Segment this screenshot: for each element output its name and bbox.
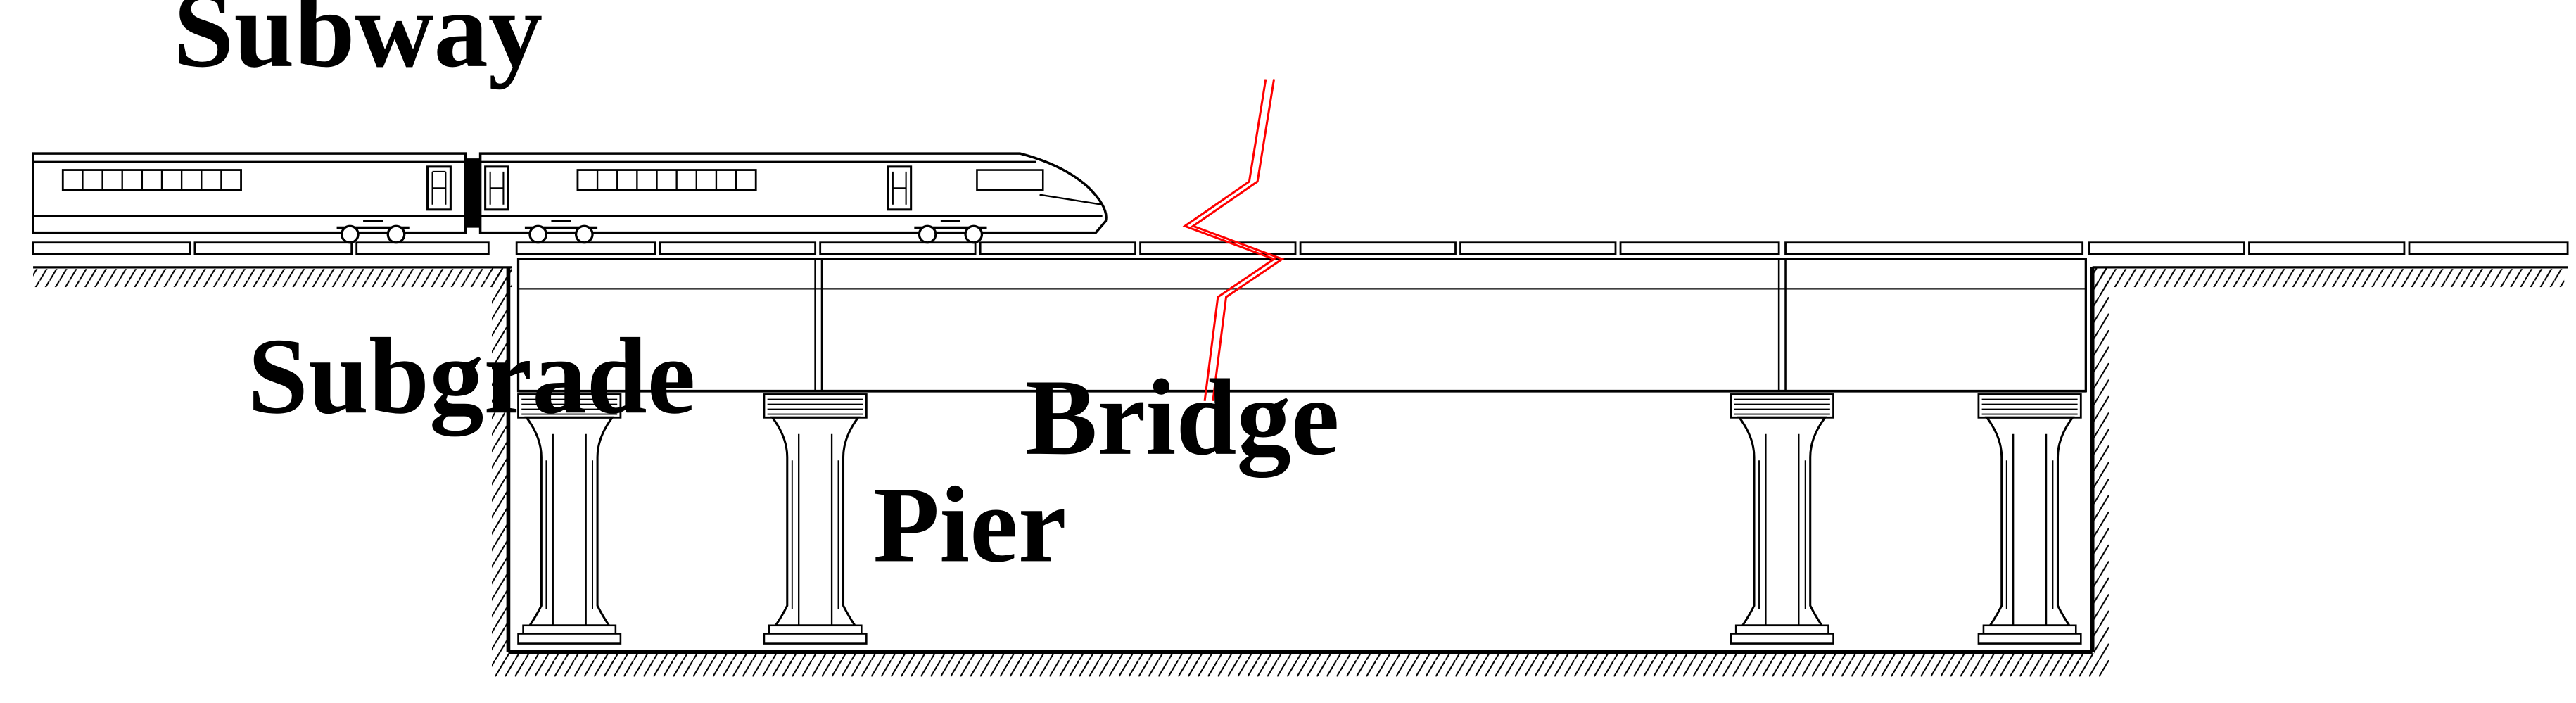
break-symbol (1182, 79, 1285, 402)
track-slabs (32, 241, 2569, 255)
label-subway: Subway (173, 0, 543, 90)
pit (492, 267, 2109, 677)
ground-left (33, 266, 512, 288)
subway-train (32, 152, 1108, 244)
bridge-deck (516, 258, 2087, 393)
label-pier: Pier (873, 464, 1067, 585)
ground-right (2092, 266, 2568, 288)
label-bridge: Bridge (1024, 357, 1339, 478)
pier-4 (1977, 393, 2082, 645)
pier-3 (1730, 393, 1835, 645)
pier-2 (763, 393, 868, 645)
label-subgrade: Subgrade (248, 316, 695, 436)
